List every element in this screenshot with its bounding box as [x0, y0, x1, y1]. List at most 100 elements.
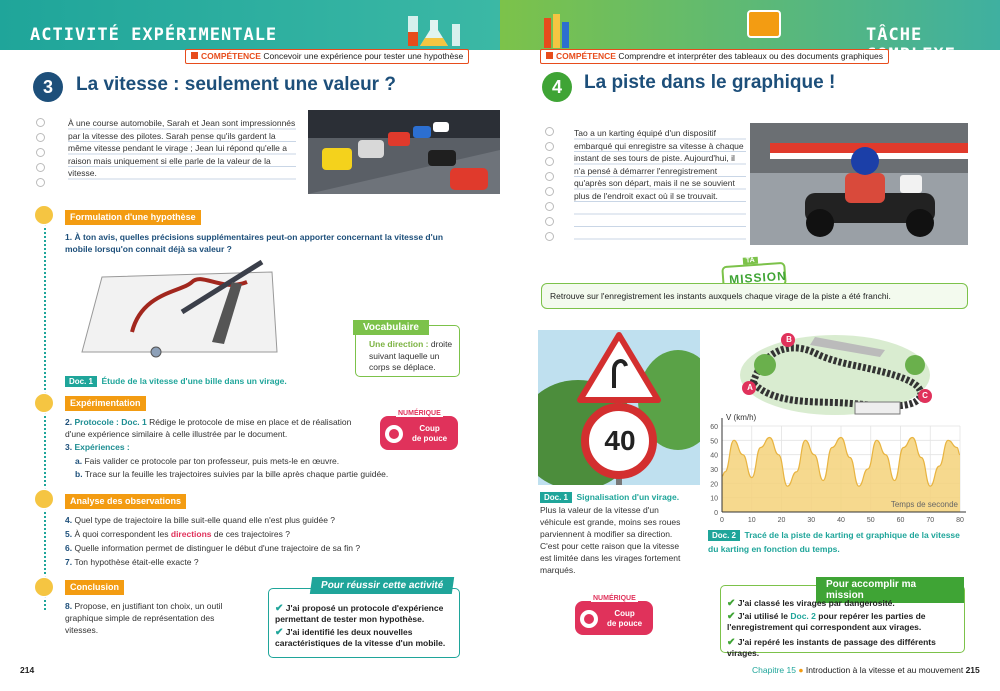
success-item-1: ✔ J'ai proposé un protocole d'expérience…	[275, 603, 444, 624]
pencil-icon	[33, 392, 55, 414]
mission-box: Retrouve sur l'enregistrement les instan…	[541, 283, 968, 309]
x-tick-label: 40	[837, 517, 845, 524]
right-title: La piste dans le graphique !	[584, 72, 836, 93]
lifebuoy-icon	[580, 610, 598, 628]
task-number: 4	[542, 72, 572, 102]
x-tick-label: 0	[720, 517, 724, 524]
chapter-footer: Chapitre 15 ● Introduction à la vitesse …	[752, 665, 980, 675]
ring-icon	[36, 148, 45, 157]
right-intro-text: Tao a un karting équipé d'un dispositif …	[574, 127, 746, 242]
ring-icon	[36, 178, 45, 187]
lightbulb-icon	[33, 204, 55, 226]
books-icon	[544, 14, 569, 48]
ring-icon	[545, 232, 554, 241]
success-item-2: ✔ J'ai identifié les deux nouvelles cara…	[275, 627, 446, 648]
ring-icon	[545, 142, 554, 151]
checkmark-icon: ✔	[727, 637, 736, 648]
left-intro-text: À une course automobile, Sarah et Jean s…	[68, 117, 296, 189]
question-3: 3. Expériences :	[65, 442, 130, 452]
question-3b: b. Trace sur la feuille les trajectoires…	[75, 469, 389, 479]
notebook-rings-right	[545, 127, 554, 241]
x-axis-label: Temps de seconde	[891, 500, 959, 509]
checkmark-icon: ✔	[727, 611, 736, 622]
ring-icon	[545, 187, 554, 196]
x-tick-label: 80	[956, 517, 964, 524]
target-icon	[33, 576, 55, 598]
section-experimentation: Expérimentation	[65, 396, 146, 411]
eye-icon	[33, 488, 55, 510]
y-tick-label: 20	[710, 481, 718, 488]
x-tick-label: 60	[897, 517, 905, 524]
doc1-text-right: Plus la valeur de la vitesse d'un véhicu…	[540, 505, 681, 575]
vocabulary-text: Une direction : droite suivant laquelle …	[369, 339, 453, 372]
x-tick-label: 50	[867, 517, 875, 524]
notebook-rings	[36, 118, 45, 187]
vocabulary-title: Vocabulaire	[353, 320, 429, 335]
track-label-a: A	[747, 383, 753, 392]
question-5: 5. À quoi correspondent les directions d…	[65, 529, 290, 539]
ring-icon	[545, 217, 554, 226]
x-tick-label: 30	[807, 517, 815, 524]
vocabulary-box: Vocabulaire Une direction : droite suiva…	[353, 320, 460, 377]
accomplish-box: Pour accomplir ma mission ✔ J'ai classé …	[720, 577, 965, 658]
marble-experiment-illustration	[81, 259, 278, 358]
accomplish-title: Pour accomplir ma mission	[816, 577, 964, 603]
page-number-left: 214	[20, 665, 35, 675]
y-axis-label: V (km/h)	[726, 413, 757, 422]
y-tick-label: 0	[714, 510, 718, 517]
square-icon	[191, 52, 198, 59]
lab-flask-icon	[408, 16, 460, 46]
question-7: 7. Ton hypothèse était-elle exacte ?	[65, 557, 199, 567]
right-competence: COMPÉTENCE Comprendre et interpréter des…	[540, 49, 889, 64]
lifebuoy-icon	[385, 425, 403, 443]
doc2-link[interactable]: Doc. 2	[790, 611, 816, 621]
road-sign-photo	[538, 330, 700, 485]
karting-track-illustration	[740, 333, 932, 415]
left-title: La vitesse : seulement une valeur ?	[76, 74, 396, 95]
x-tick-label: 70	[926, 517, 934, 524]
doc1-caption-left: Doc. 1 Étude de la vitesse d'une bille d…	[65, 371, 287, 389]
speed-limit-value: 40	[604, 425, 636, 456]
question-4: 4. Quel type de trajectoire la bille sui…	[65, 515, 336, 525]
question-1: 1. À ton avis, quelles précisions supplé…	[65, 232, 444, 254]
x-tick-label: 10	[748, 517, 756, 524]
x-tick-label: 20	[778, 517, 786, 524]
checkmark-icon: ✔	[275, 603, 284, 614]
section-analysis: Analyse des observations	[65, 494, 187, 509]
team-icon	[747, 10, 781, 38]
left-competence: COMPÉTENCE Concevoir une expérience pour…	[185, 49, 470, 64]
ring-icon	[36, 133, 45, 142]
question-3a: a. Fais valider ce protocole par ton pro…	[75, 456, 340, 466]
y-tick-label: 10	[710, 496, 718, 503]
ring-icon	[545, 157, 554, 166]
bullet-icon: ●	[798, 665, 804, 675]
doc1-link[interactable]: Doc. 1	[121, 417, 147, 427]
ring-icon	[545, 202, 554, 211]
section-conclusion: Conclusion	[65, 580, 124, 595]
success-box: Pour réussir cette activité ✔ J'ai propo…	[268, 577, 460, 658]
y-tick-label: 50	[710, 438, 718, 445]
checkmark-icon: ✔	[727, 598, 736, 609]
square-icon	[546, 52, 553, 59]
y-tick-label: 30	[710, 467, 718, 474]
checkmark-icon: ✔	[275, 627, 284, 638]
question-8: 8. Propose, en justifiant ton choix, un …	[65, 601, 223, 635]
track-label-c: C	[922, 391, 928, 400]
doc2-caption: Doc. 2 Tracé de la piste de karting et g…	[708, 530, 960, 554]
page-number-right: 215	[965, 665, 980, 675]
left-banner-title: ACTIVITÉ EXPÉRIMENTALE	[30, 25, 278, 45]
accomplish-item-2: ✔ J'ai utilisé le Doc. 2 pour repérer le…	[727, 611, 926, 632]
activity-number: 3	[33, 72, 63, 102]
success-title: Pour réussir cette activité	[309, 577, 455, 594]
question-6: 6. Quelle information permet de distingu…	[65, 543, 361, 553]
speed-line	[721, 436, 961, 487]
track-label-b: B	[786, 335, 792, 344]
question-2: 2. Protocole : Doc. 1 Rédige le protocol…	[65, 417, 352, 439]
y-tick-label: 40	[710, 453, 718, 460]
ring-icon	[36, 163, 45, 172]
race-cars-photo	[308, 110, 500, 194]
section-hypothesis: Formulation d'une hypothèse	[65, 210, 201, 225]
